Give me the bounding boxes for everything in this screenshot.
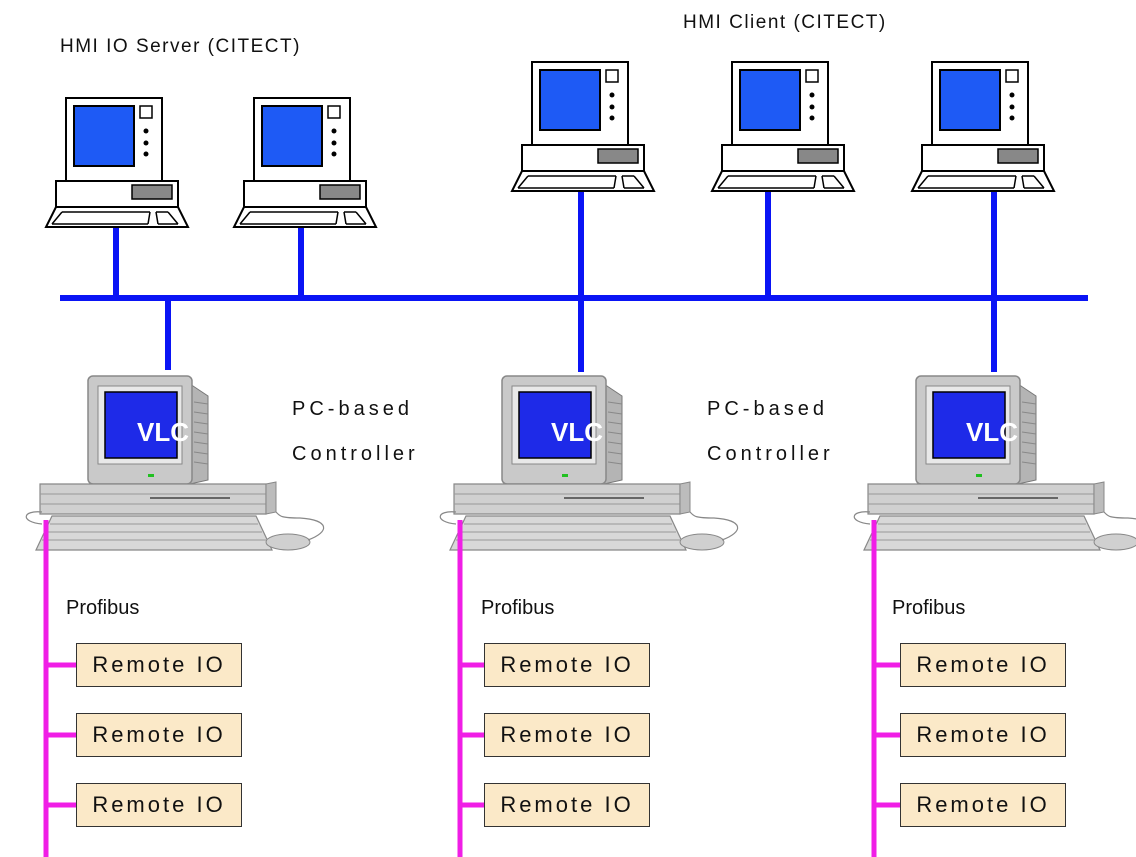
hmi-io-server-computer [233,97,377,228]
pc-controller [25,375,325,551]
remote-io-box: Remote IO [484,783,650,827]
controller-label: Controller [292,443,419,465]
remote-io-box: Remote IO [900,713,1066,757]
controller-label: Controller [707,443,834,465]
profibus-network [43,520,902,857]
hmi-client-computer [911,61,1055,192]
hmi-io-server-computer [45,97,189,228]
remote-io-box: Remote IO [484,643,650,687]
pc-controller [853,375,1136,551]
remote-io-box: Remote IO [76,643,242,687]
profibus-label: Profibus [66,597,140,619]
remote-io-box: Remote IO [900,643,1066,687]
hmi-client-computer [711,61,855,192]
pc-based-label: PC-based [707,398,828,420]
remote-io-box: Remote IO [76,713,242,757]
profibus-label: Profibus [481,597,555,619]
ethernet-network [60,192,1088,372]
pc-controller [439,375,739,551]
vlc-label: VLC [137,417,189,447]
vlc-label: VLC [551,417,603,447]
hmi-client-label: HMI Client (CITECT) [683,12,887,33]
remote-io-box: Remote IO [484,713,650,757]
vlc-label: VLC [966,417,1018,447]
remote-io-box: Remote IO [900,783,1066,827]
pc-based-label: PC-based [292,398,413,420]
profibus-label: Profibus [892,597,966,619]
hmi-io-server-label: HMI IO Server (CITECT) [60,36,301,57]
remote-io-box: Remote IO [76,783,242,827]
hmi-client-computer [511,61,655,192]
